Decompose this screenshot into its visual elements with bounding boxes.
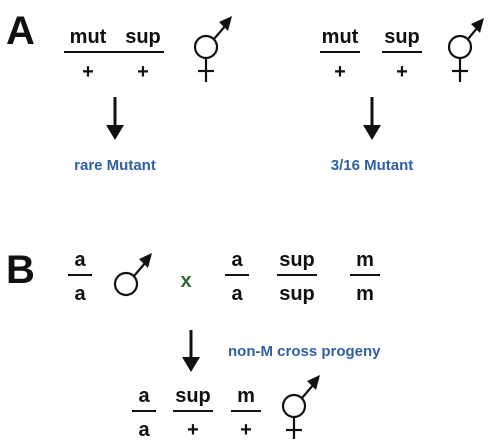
progeny-down-arrow-icon [182, 330, 200, 372]
hermaphrodite-icon [447, 18, 484, 82]
female-a-bottom: a [231, 283, 243, 305]
progeny-sup-bottom: + [187, 419, 199, 440]
progeny-m-top: m [237, 385, 255, 407]
right-bottom-1: + [334, 61, 346, 83]
female-m-top: m [356, 249, 374, 271]
male-parent-genotype: a a [68, 249, 92, 305]
female-a-top: a [231, 249, 243, 271]
progeny-a-bottom: a [138, 419, 150, 440]
panel-a-letter: A [6, 9, 35, 53]
female-m-bottom: m [356, 283, 374, 305]
male-top-a: a [74, 249, 86, 271]
panel-b-letter: B [6, 248, 35, 292]
right-down-arrow-icon [363, 97, 381, 140]
left-top-sup: sup [125, 26, 161, 48]
left-result-label: rare Mutant [74, 157, 156, 174]
right-top-mut: mut [322, 26, 359, 48]
left-down-arrow-icon [106, 97, 124, 140]
left-top-mut: mut [70, 26, 107, 48]
male-bottom-a: a [74, 283, 86, 305]
female-parent-genotype: a a sup sup m m [225, 249, 380, 305]
progeny-a-top: a [138, 385, 150, 407]
female-sup-top: sup [279, 249, 315, 271]
progeny-genotype: a a sup + m + [132, 385, 261, 440]
hermaphrodite-icon [281, 375, 320, 439]
cross-symbol: x [180, 270, 191, 292]
panel-a-right-genotype: mut + sup + [320, 26, 422, 83]
hermaphrodite-icon [193, 16, 232, 82]
female-sup-bottom: sup [279, 283, 315, 305]
male-icon [113, 253, 152, 297]
right-result-label: 3/16 Mutant [331, 157, 414, 174]
right-top-sup: sup [384, 26, 420, 48]
right-bottom-2: + [396, 61, 408, 83]
progeny-m-bottom: + [240, 419, 252, 440]
left-bottom-2: + [137, 61, 149, 83]
left-bottom-1: + [82, 61, 94, 83]
progeny-sup-top: sup [175, 385, 211, 407]
panel-a-left-genotype: mut sup + + [64, 26, 164, 83]
progeny-label: non-M cross progeny [228, 343, 381, 360]
